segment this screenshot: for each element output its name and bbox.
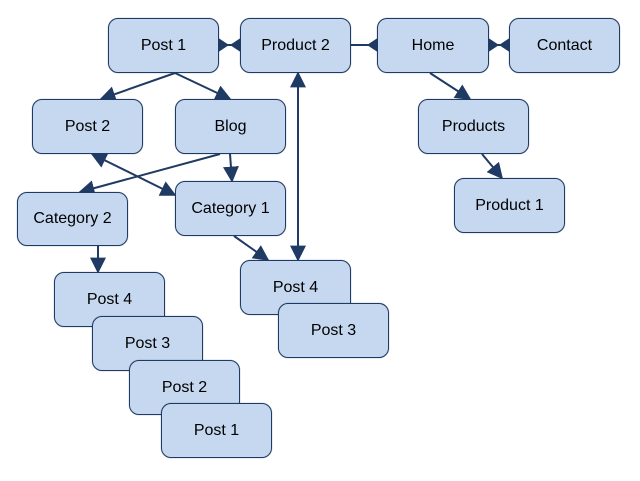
node-label: Post 3	[310, 321, 357, 339]
node-product-1[interactable]: Product 1	[454, 178, 565, 233]
edge-post2_left-category1	[90, 153, 177, 196]
node-post-2[interactable]: Post 2	[32, 99, 143, 154]
node-blog[interactable]: Blog	[175, 99, 286, 154]
node-label: Post 4	[272, 278, 319, 296]
node-label: Products	[441, 117, 506, 135]
node-label: Post 1	[140, 36, 187, 54]
node-label: Home	[411, 36, 455, 54]
node-post-3-mid[interactable]: Post 3	[278, 303, 389, 358]
edge-category1-post4_mid	[233, 235, 270, 261]
edge-post1_top-blog	[174, 72, 232, 101]
edge-home-products	[429, 72, 472, 100]
node-category-2[interactable]: Category 2	[17, 192, 128, 246]
node-label: Product 2	[261, 36, 330, 54]
node-home[interactable]: Home	[377, 18, 489, 73]
node-label: Product 1	[475, 196, 544, 214]
node-label: Contact	[536, 36, 593, 54]
edge-blog-category1	[222, 153, 239, 183]
node-contact[interactable]: Contact	[509, 18, 620, 73]
node-category-1[interactable]: Category 1	[175, 181, 286, 236]
node-post-1-top[interactable]: Post 1	[108, 18, 219, 73]
node-product-2[interactable]: Product 2	[240, 18, 351, 73]
node-label: Category 2	[33, 210, 112, 227]
node-label: Post 3	[124, 334, 171, 352]
node-label: Blog	[214, 117, 247, 135]
node-label: Category 1	[191, 199, 270, 217]
node-label: Post 2	[64, 117, 111, 135]
edge-post1_top-post2_left	[99, 72, 176, 102]
node-label: Post 2	[161, 378, 208, 396]
node-post-1-stack[interactable]: Post 1	[161, 403, 272, 458]
node-products[interactable]: Products	[418, 99, 529, 154]
node-label: Post 1	[193, 421, 240, 439]
node-label: Post 4	[86, 290, 133, 308]
edge-products-product1	[481, 153, 504, 180]
